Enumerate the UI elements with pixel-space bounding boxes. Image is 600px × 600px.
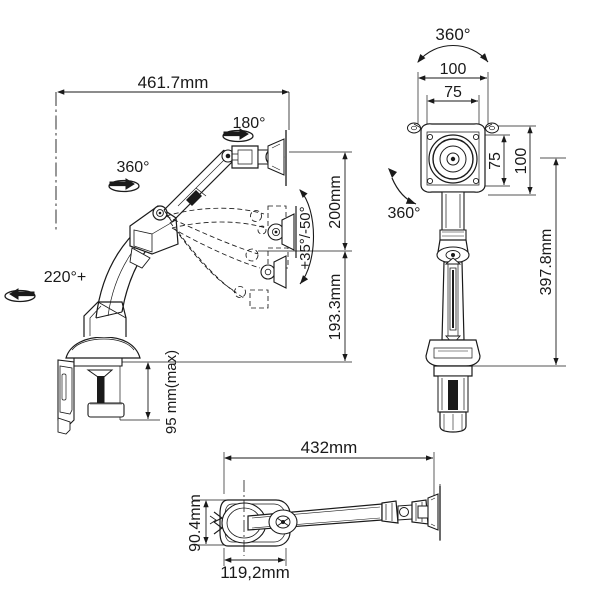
dim-overall-reach: [57, 89, 290, 130]
head-assembly-low: [260, 255, 287, 289]
label-vesa-height-75: 75: [487, 152, 504, 170]
label-overall-height: 397.8mm: [538, 229, 555, 296]
top-joint-head: [381, 484, 441, 544]
desk-clamp: [57, 357, 125, 435]
front-view-group: [388, 44, 566, 433]
alternate-positions: [165, 205, 289, 309]
front-head-block: [439, 191, 467, 241]
label-top-depth: 90.4mm: [187, 494, 204, 552]
label-overall-reach: 461.7mm: [138, 73, 209, 92]
label-front-rotate-top: 360°: [435, 25, 470, 44]
front-rotate-arrow-column: [388, 168, 417, 205]
dim-top-depth: [194, 499, 228, 546]
label-front-rotate-column: 360°: [387, 205, 420, 222]
top-view-group: [194, 452, 441, 566]
dim-vesa-width-100: [417, 72, 489, 128]
label-clamp-thickness: 95 mm(max): [163, 350, 180, 434]
dim-top-width: [223, 548, 287, 566]
label-rotate-220-base: 220°+: [44, 269, 86, 286]
front-base-clamp: [425, 339, 481, 433]
label-top-length: 432mm: [301, 438, 358, 457]
front-rotate-arc-top: [417, 44, 489, 63]
label-vesa-width-75: 75: [444, 84, 462, 101]
front-arm-column: [436, 239, 470, 345]
tilt-arc: [299, 189, 314, 285]
label-upper-height: 200mm: [327, 175, 344, 228]
head-assembly-raised: [231, 130, 287, 186]
side-view-group: [4, 89, 352, 435]
label-tilt-range: +35°/-50°: [297, 206, 314, 269]
head-assembly-mid: [267, 206, 297, 258]
label-rotate-360-arm: 360°: [116, 159, 149, 176]
label-swivel-180: 180°: [232, 115, 265, 132]
base-housing: [65, 301, 141, 359]
mid-joint: [129, 205, 179, 269]
dim-overall-height: [470, 157, 566, 367]
vesa-plate: [407, 122, 499, 193]
front-view-labels: 360° 100 75 75 100 397.8mm 360°: [387, 25, 555, 295]
label-top-width: 119,2mm: [220, 563, 290, 582]
top-view-labels: 432mm 90.4mm 119,2mm: [187, 438, 357, 582]
label-vesa-height-100: 100: [513, 148, 530, 175]
label-lower-height: 193.3mm: [327, 274, 344, 341]
side-view-labels: 461.7mm 200mm 193.3mm 95 mm(max) +35°/-5…: [44, 73, 344, 434]
label-vesa-width-100: 100: [440, 61, 467, 78]
